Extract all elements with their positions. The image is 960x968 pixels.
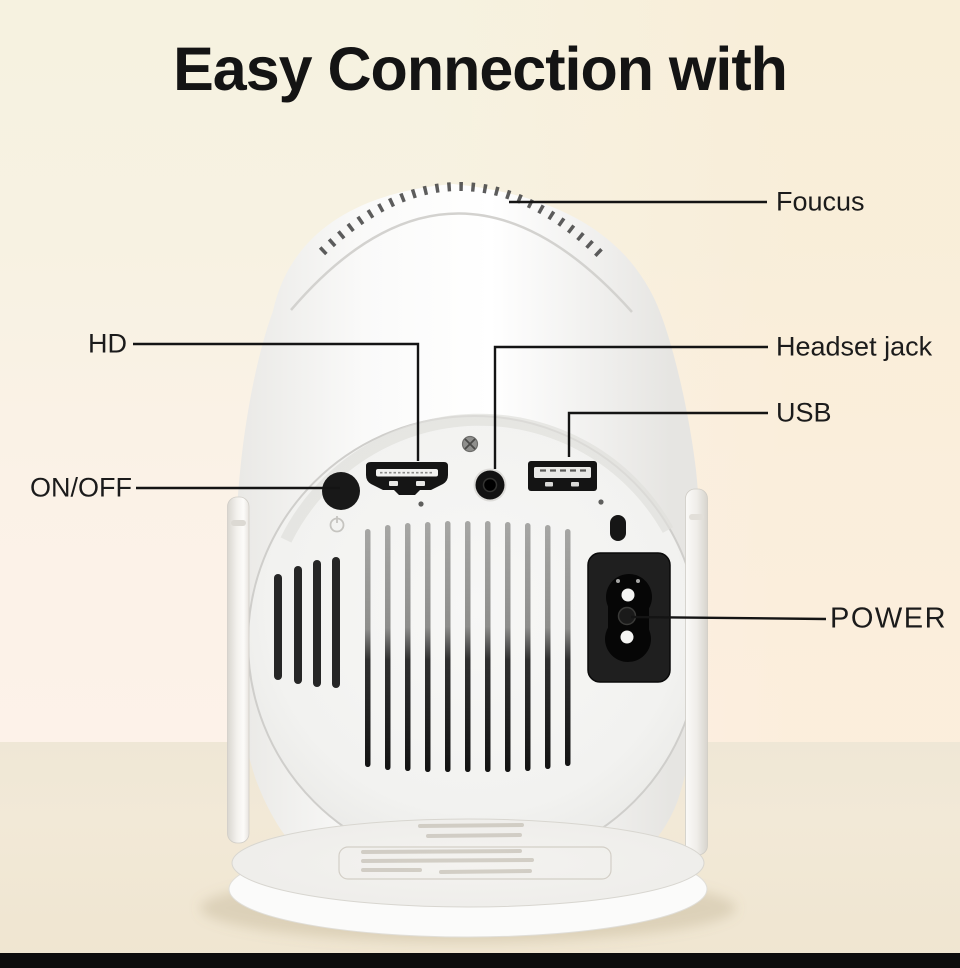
vent-slat xyxy=(525,523,531,771)
label-focus: Foucus xyxy=(776,186,865,217)
usb-port xyxy=(528,461,597,491)
vent-slat xyxy=(365,529,371,767)
hd-callout-line xyxy=(133,342,420,461)
vent-slats-left xyxy=(274,557,340,688)
usb-callout-line xyxy=(567,411,768,457)
stand-arm-left xyxy=(227,496,250,844)
vent-slat xyxy=(565,529,571,766)
label-hd: HD xyxy=(88,328,127,359)
vent-slat xyxy=(405,523,411,771)
vent-slat xyxy=(332,557,340,688)
vent-slat xyxy=(505,522,511,772)
vent-slat xyxy=(545,525,551,769)
ir-window xyxy=(610,515,626,541)
base-engraving-border xyxy=(338,846,612,880)
stand-arm-right xyxy=(685,488,708,856)
on-off-button xyxy=(322,472,360,510)
vent-slat xyxy=(485,521,491,772)
stand xyxy=(227,488,708,856)
hdmi-port xyxy=(366,462,448,495)
base xyxy=(228,818,708,938)
vent-slat xyxy=(425,522,431,772)
base-engraving xyxy=(361,823,534,874)
vent-slat xyxy=(294,566,302,684)
label-on-off: ON/OFF xyxy=(30,472,132,503)
label-usb: USB xyxy=(776,397,832,428)
pinhole xyxy=(418,501,424,507)
vent-slat xyxy=(385,525,391,770)
focus-wheel xyxy=(318,182,604,258)
vent-slat xyxy=(313,560,321,687)
headset-jack-port xyxy=(473,468,507,502)
vent-slat xyxy=(445,521,451,772)
power-callout-line xyxy=(630,615,827,621)
label-power: POWER xyxy=(830,602,948,635)
base-top-surface xyxy=(231,818,705,908)
label-headset-jack: Headset jack xyxy=(776,331,933,362)
stand-pivot-right xyxy=(689,514,704,520)
headset-callout-line xyxy=(493,345,768,469)
focus-wheel-seam xyxy=(290,212,633,313)
screw xyxy=(461,435,479,453)
page-title: Easy Connection with xyxy=(173,35,788,103)
power-symbol-icon xyxy=(329,516,345,533)
vent-slats-center xyxy=(365,521,571,772)
vent-slat xyxy=(274,574,282,680)
footer-bar xyxy=(0,953,960,968)
vent-slat xyxy=(465,521,471,772)
power-socket xyxy=(587,552,671,683)
pinhole xyxy=(598,499,604,505)
stand-pivot-left xyxy=(231,520,246,526)
